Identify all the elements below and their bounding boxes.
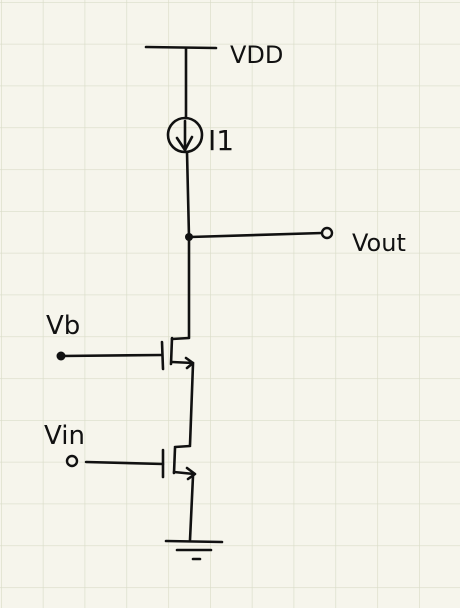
output-node-dot (185, 233, 193, 241)
current-source-i1 (166, 116, 204, 154)
cascode-transistor-vb (59, 336, 195, 371)
ground-symbol (164, 539, 224, 561)
current-source-arrow-head (175, 135, 194, 152)
vb-terminal (56, 351, 66, 361)
vin-source (172, 470, 196, 476)
input-transistor-vin (84, 444, 197, 481)
vout-terminal (320, 226, 334, 240)
output-wire (188, 231, 324, 239)
vb-channel (169, 336, 174, 366)
vb-gate-plate (160, 340, 165, 371)
vin-label: Vin (44, 421, 85, 451)
vb-label: Vb (46, 311, 80, 341)
vb-gate-wire (59, 353, 164, 358)
vin-channel (172, 446, 177, 475)
wire-between-transistors (188, 362, 195, 447)
wire-to-ground (188, 474, 195, 542)
vdd-rail (144, 45, 218, 50)
vb-source (170, 360, 195, 365)
wire-source-to-node (185, 150, 191, 239)
vb-drain (170, 336, 191, 341)
i1-label: I1 (208, 124, 234, 157)
vout-label: Vout (352, 229, 406, 257)
current-source-circle (166, 116, 204, 154)
vin-drain (173, 444, 192, 449)
vin-terminal (65, 454, 79, 468)
vin-gate-wire (84, 460, 165, 466)
vdd-label: VDD (230, 41, 283, 69)
vin-source-arrow (185, 466, 197, 481)
